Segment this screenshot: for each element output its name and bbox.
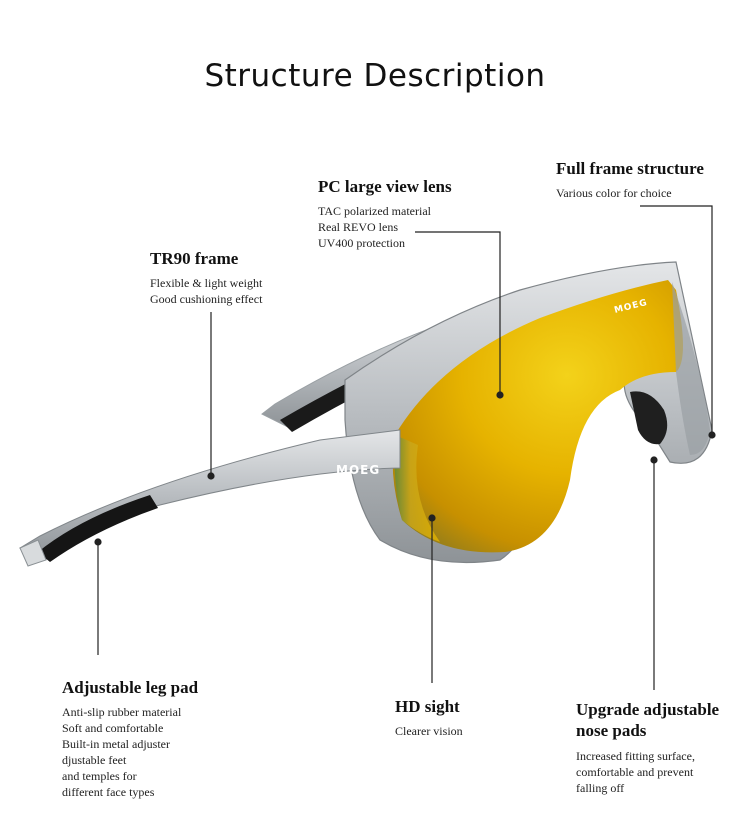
nose-pad [630, 391, 668, 445]
page-title: Structure Description [204, 58, 546, 94]
callout-line: Flexible & light weight [150, 276, 263, 291]
callout-title: TR90 frame [150, 249, 239, 268]
callout-line: Various color for choice [556, 186, 672, 201]
callout-title: Adjustable leg pad [62, 678, 199, 697]
callout-line: djustable feet [62, 753, 127, 768]
callout-full-frame: Full frame structure Various color for c… [556, 158, 704, 201]
callout-hd-sight: HD sight Clearer vision [395, 696, 463, 739]
callout-line: falling off [576, 780, 625, 795]
callout-line: comfortable and prevent [576, 764, 694, 779]
lens [392, 280, 683, 553]
leader-dots [94, 391, 716, 546]
callout-line: Real REVO lens [318, 220, 398, 235]
callout-title: Upgrade adjustable nose pads [576, 700, 720, 741]
leader-lines [97, 205, 713, 690]
callout-line: Good cushioning effect [150, 292, 263, 307]
callout-line: UV400 protection [318, 236, 405, 251]
callout-title: HD sight [395, 697, 460, 716]
callout-line: Increased fitting surface, [576, 748, 695, 763]
callout-line: and temples for [62, 769, 137, 784]
callout-nose-pads: Upgrade adjustable nose pads Increased f… [576, 699, 746, 796]
callout-title: Full frame structure [556, 159, 704, 178]
near-temple [18, 429, 401, 567]
front-frame [344, 261, 713, 564]
callout-line: Soft and comfortable [62, 721, 164, 736]
brand-logo-side: MOEG [336, 463, 380, 477]
callout-tr90-frame: TR90 frame Flexible & light weight Good … [150, 248, 262, 307]
callout-title: PC large view lens [318, 177, 452, 196]
callout-line: different face types [62, 785, 155, 800]
leg-pad [38, 495, 158, 562]
callout-line: Built-in metal adjuster [62, 737, 170, 752]
callout-line: Anti-slip rubber material [62, 705, 182, 720]
callout-line: TAC polarized material [318, 204, 431, 219]
callout-pc-lens: PC large view lens TAC polarized materia… [318, 176, 452, 251]
callout-leg-pad: Adjustable leg pad Anti-slip rubber mate… [62, 677, 198, 800]
callout-line: Clearer vision [395, 724, 463, 739]
